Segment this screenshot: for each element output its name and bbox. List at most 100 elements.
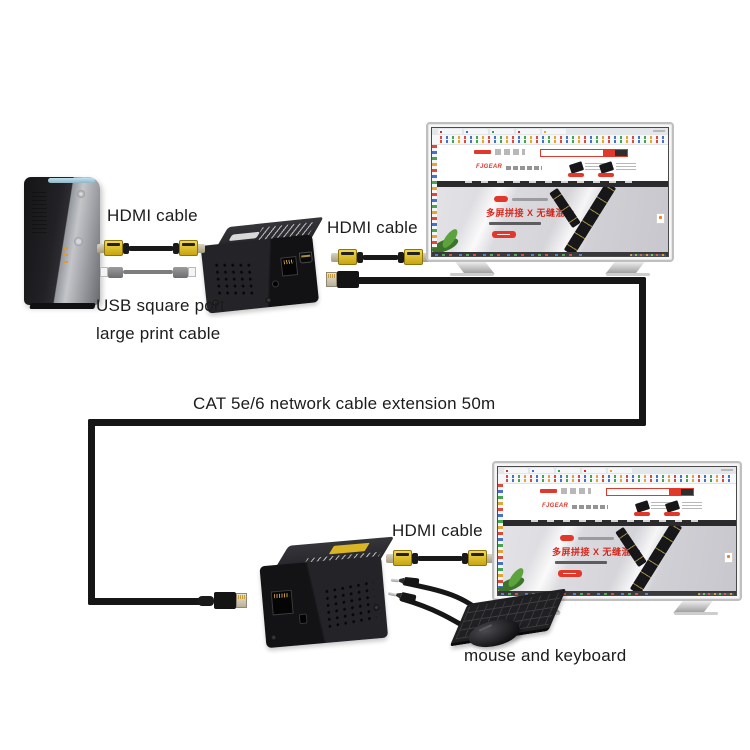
browser-tab xyxy=(556,468,580,473)
hdmi-cable-middle xyxy=(331,247,430,267)
hdmi-connector xyxy=(338,249,357,265)
hdmi-boot xyxy=(412,552,418,564)
nav-bar xyxy=(432,181,668,187)
rj45-connector-bottom xyxy=(198,592,247,609)
extender-vent-holes xyxy=(212,261,257,297)
browser-bookmarks-bar xyxy=(432,135,668,145)
hero-banner: 多屏拼接 X 无缝混合 xyxy=(498,526,736,591)
label-hdmi-cable-bottom: HDMI cable xyxy=(392,521,483,540)
hdmi-connector xyxy=(393,550,412,566)
ir-jack-port xyxy=(299,613,308,624)
hdmi-boot xyxy=(357,251,363,263)
browser-bookmarks-bar xyxy=(498,474,736,484)
label-usb-line2: large print cable xyxy=(96,324,221,343)
pc-tower-body xyxy=(24,177,100,305)
window-controls xyxy=(721,469,733,471)
browser-tab xyxy=(464,129,488,134)
browser-tab xyxy=(530,468,554,473)
floating-widget-icon xyxy=(724,552,733,563)
rj45-body xyxy=(214,592,236,609)
screw xyxy=(265,296,272,304)
plug-tip xyxy=(388,591,397,597)
hdmi-connector xyxy=(104,240,123,256)
tv-stand-base xyxy=(450,273,494,276)
label-cat-cable: CAT 5e/6 network cable extension 50m xyxy=(193,394,496,413)
hdmi-cable-bottom xyxy=(386,548,494,568)
tv-stand-base xyxy=(606,273,650,276)
small-links xyxy=(561,488,591,494)
cat-cable-segment-middle xyxy=(88,419,646,426)
windows-taskbar xyxy=(432,252,668,256)
brand-logo: FJGEAR xyxy=(542,503,569,509)
hdmi-boot xyxy=(462,552,468,564)
product-thumb xyxy=(568,161,585,174)
plug-tip xyxy=(390,578,400,582)
favorites-sidebar xyxy=(498,484,503,587)
rj45-body xyxy=(337,271,359,288)
screw xyxy=(270,634,277,642)
tv-stand-base xyxy=(674,612,718,615)
product-text xyxy=(682,502,702,509)
floating-widget-icon xyxy=(656,213,665,224)
tv-screen: FJGEAR 多屏拼接 X 无缝混合 xyxy=(431,127,669,257)
cat-cable-segment-right xyxy=(639,277,646,426)
bookmark-icons xyxy=(440,140,664,143)
tmall-logo xyxy=(540,489,557,493)
rj45-boot xyxy=(198,595,214,606)
label-hdmi-cable-top: HDMI cable xyxy=(107,206,198,225)
rj45-connector-top xyxy=(326,271,359,288)
hdmi-connector-tip xyxy=(331,252,338,262)
banner-badge xyxy=(494,196,508,202)
brand-tagline xyxy=(506,166,542,170)
tv-frame: FJGEAR 多屏拼接 X 无缝混合 xyxy=(426,122,674,262)
extender-receiver-box xyxy=(258,536,395,649)
search-button-alt xyxy=(615,149,627,156)
browser-tab xyxy=(542,129,566,134)
usb-connector-tip xyxy=(100,267,108,277)
pc-logo xyxy=(74,237,84,247)
banner-title: 多屏拼接 X 无缝混合 xyxy=(552,547,641,557)
rj45-tip xyxy=(236,593,247,608)
browser-tab-bar xyxy=(498,467,736,474)
nav-menu-items xyxy=(465,181,635,183)
hdmi-wire xyxy=(362,254,399,260)
pc-vents xyxy=(31,192,47,234)
pc-power-button xyxy=(76,189,85,198)
tv-screen: FJGEAR 多屏拼接 X 无缝混合 xyxy=(497,466,737,596)
browser-tab xyxy=(490,129,514,134)
receiver-vent-holes xyxy=(322,578,377,631)
plug-body xyxy=(403,576,420,587)
hdmi-boot xyxy=(123,242,129,254)
pc-top-accent xyxy=(48,178,96,183)
search-button-alt xyxy=(681,488,693,495)
search-input xyxy=(540,148,628,157)
product-thumb xyxy=(634,500,651,513)
banner-button xyxy=(492,231,516,238)
product-price-button xyxy=(664,512,680,516)
bookmark-icons xyxy=(440,136,664,139)
hdmi-port xyxy=(298,251,313,264)
usb-connector xyxy=(108,266,123,278)
hdmi-connector xyxy=(404,249,423,265)
product-price-button xyxy=(598,173,614,177)
receiver-body xyxy=(259,555,389,649)
plug-cone xyxy=(399,577,405,583)
label-usb-line1: USB square port xyxy=(96,296,225,315)
page-search-row xyxy=(498,484,736,499)
banner-button xyxy=(558,570,582,577)
screw xyxy=(373,604,380,611)
hdmi-cable-top xyxy=(97,238,205,258)
product-price-button xyxy=(634,512,650,516)
page-search-row xyxy=(432,145,668,160)
pc-base xyxy=(29,303,97,309)
product-price-button xyxy=(568,173,584,177)
page-header: FJGEAR xyxy=(432,160,668,179)
bookmark-icons xyxy=(506,479,732,482)
usb-wire xyxy=(123,270,173,274)
pc-tower xyxy=(24,177,100,309)
hdmi-connector-tip xyxy=(386,553,393,563)
search-input xyxy=(606,487,694,496)
favorites-sidebar xyxy=(432,145,437,248)
taskbar-icons xyxy=(435,254,585,256)
